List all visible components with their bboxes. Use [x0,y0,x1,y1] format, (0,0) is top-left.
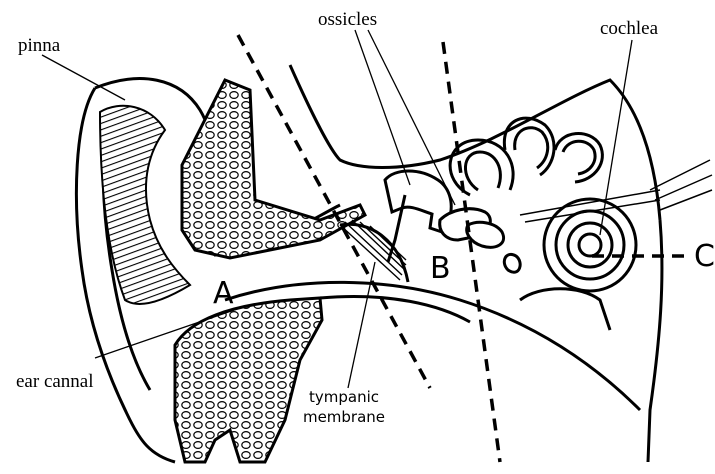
region-label-a: A [213,279,234,309]
label-cochlea: cochlea [600,19,658,38]
upper-canal-tissue [182,80,365,258]
divider-middle-inner [443,42,500,462]
label-pinna: pinna [18,36,60,55]
ossicles-leader-1 [355,30,410,185]
label-ossicles: ossicles [318,10,377,29]
label-tympanic-membrane: tympanic membrane [298,387,390,428]
label-tympanic-line2: membrane [298,407,390,427]
semicircular-canals-shape [450,118,602,195]
label-ear-canal: ear cannal [16,372,94,391]
region-label-b: B [430,254,451,284]
tympanic-leader [348,262,375,388]
region-label-c: C [694,242,715,272]
label-tympanic-line1: tympanic [298,387,390,407]
pinna-leader [42,55,125,100]
cochlea-shape [504,160,712,291]
